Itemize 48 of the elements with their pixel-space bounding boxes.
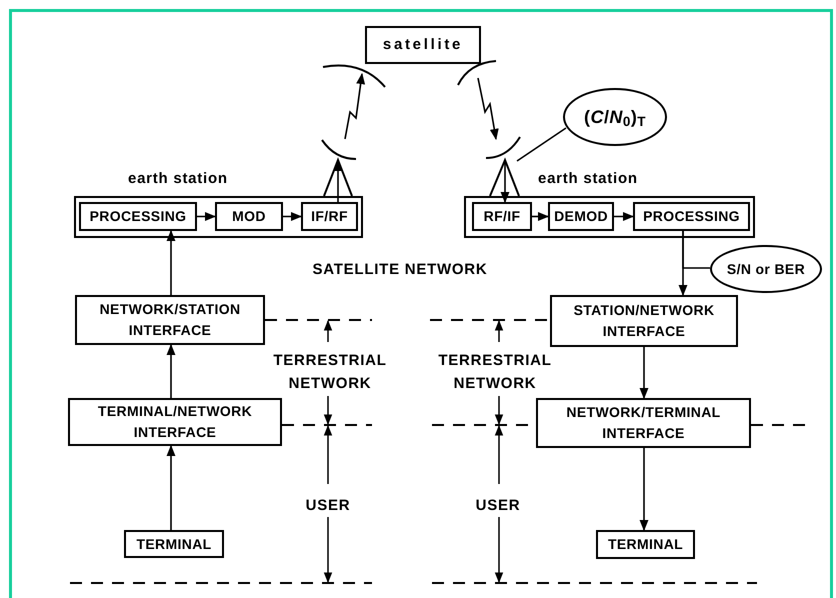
box-label: S/N or BER <box>726 260 806 278</box>
block-box <box>79 202 197 231</box>
antenna-dish <box>321 137 357 161</box>
block-box <box>472 202 532 231</box>
arrow <box>500 161 510 204</box>
leader-line <box>516 127 566 162</box>
group-heading: earth station <box>538 169 638 189</box>
box-label: DEMOD <box>553 207 609 226</box>
block-box <box>548 202 614 231</box>
box-label: MOD <box>231 207 267 226</box>
box-label: TERMINAL <box>135 534 213 554</box>
arrow <box>682 231 710 269</box>
arrow <box>166 444 176 530</box>
arrow <box>197 212 216 221</box>
arrow <box>166 230 176 295</box>
box-label: RF/IF <box>482 207 522 226</box>
block-box <box>301 202 358 231</box>
satellite-box <box>365 26 481 64</box>
box-label: PROCESSING <box>88 207 188 226</box>
antenna-dish <box>485 135 521 161</box>
block-box <box>75 295 265 345</box>
block-box <box>550 295 738 347</box>
arrow <box>640 448 648 532</box>
box-label: satellite <box>382 34 464 55</box>
arrow <box>283 212 302 221</box>
block-box <box>633 202 750 231</box>
radio-link-arrow <box>477 78 499 140</box>
arrow <box>532 212 550 221</box>
arrow <box>640 347 648 400</box>
radio-link-arrow <box>344 72 366 140</box>
arrow <box>334 160 342 202</box>
arrow <box>614 212 634 221</box>
antenna-dish <box>457 60 497 86</box>
block-box <box>536 398 751 448</box>
box-label: TERMINAL <box>606 535 684 554</box>
box-label: STATION/NETWORK INTERFACE <box>572 301 716 341</box>
block-box <box>68 398 282 446</box>
block-box <box>596 530 695 559</box>
box-label: PROCESSING <box>642 207 741 226</box>
box-label: IF/RF <box>310 207 349 226</box>
box-label: NETWORK/STATION INTERFACE <box>98 300 242 340</box>
block-box <box>124 530 224 558</box>
box-label: NETWORK/TERMINAL INTERFACE <box>565 403 722 443</box>
box-label: TERMINAL/NETWORK INTERFACE <box>96 402 254 442</box>
group-heading: earth station <box>128 169 228 189</box>
block-box <box>215 202 283 231</box>
box-label: (C/N$_{0}$)$_{T}$ <box>583 106 647 130</box>
arrow <box>166 344 176 398</box>
